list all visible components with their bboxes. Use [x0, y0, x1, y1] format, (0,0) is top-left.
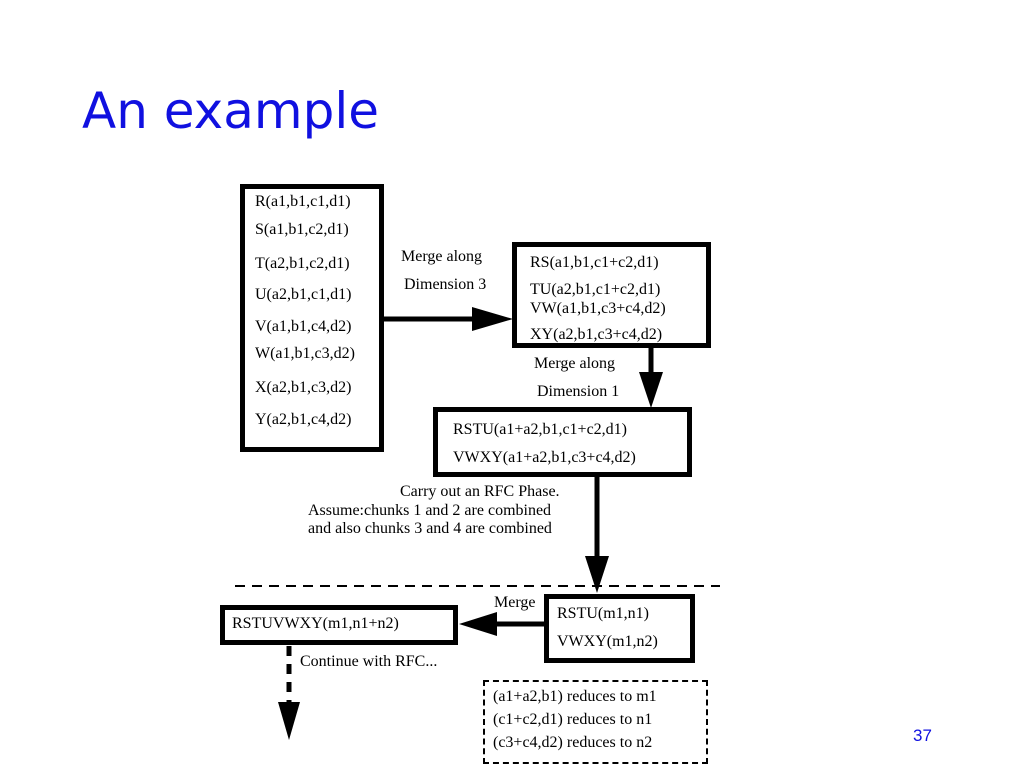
final-rstuvwxy: RSTUVWXY(m1,n1+n2) [232, 615, 399, 632]
original-chunks-box [240, 184, 384, 452]
merged-rs: RS(a1,b1,c1+c2,d1) [530, 254, 659, 271]
rfc-results-box [544, 594, 695, 663]
reduction-n2: (c3+c4,d2) reduces to n2 [493, 734, 653, 751]
reduction-m1: (a1+a2,b1) reduces to m1 [493, 688, 657, 705]
merge-dim1-label-line1: Merge along [534, 355, 616, 372]
merge-dim3-arrow-head [472, 307, 513, 331]
merged-dim1-box [433, 407, 692, 477]
chunk-y: Y(a2,b1,c4,d2) [255, 411, 352, 428]
merge-dim1-label-line2: Dimension 1 [537, 383, 620, 400]
rfc-phase-line1: Carry out an RFC Phase. [400, 483, 560, 500]
chunk-w: W(a1,b1,c3,d2) [255, 345, 355, 362]
merge-dim3-label-line1: Merge along [401, 248, 483, 265]
merge-dim3-label-line2: Dimension 3 [404, 276, 487, 293]
reduction-n1: (c1+c2,d1) reduces to n1 [493, 711, 653, 728]
merged-dim3-box [512, 242, 711, 348]
merged-rstu: RSTU(a1+a2,b1,c1+c2,d1) [453, 421, 628, 438]
merged-vwxy: VWXY(a1+a2,b1,c3+c4,d2) [453, 449, 636, 466]
rfc-arrow-head [585, 556, 609, 593]
chunk-r: R(a1,b1,c1,d1) [255, 193, 351, 210]
page-number: 37 [913, 726, 932, 745]
final-merge-label: Merge [494, 594, 536, 611]
rfc-phase-line3: and also chunks 3 and 4 are combined [308, 520, 552, 537]
rfc-phase-line2: Assume:chunks 1 and 2 are combined [308, 502, 552, 519]
merged-tu: TU(a2,b1,c1+c2,d1) [530, 281, 661, 298]
chunk-u: U(a2,b1,c1,d1) [255, 286, 352, 303]
merged-vw: VW(a1,b1,c3+c4,d2) [530, 300, 666, 317]
final-merged-box [220, 605, 458, 645]
chunk-x: X(a2,b1,c3,d2) [255, 379, 352, 396]
continue-rfc-label: Continue with RFC... [300, 653, 438, 670]
continue-arrow-head [278, 702, 300, 740]
rfc-rstu: RSTU(m1,n1) [557, 605, 649, 622]
reductions-box [483, 680, 708, 764]
merge-dim1-arrow-head [639, 372, 663, 408]
chunk-v: V(a1,b1,c4,d2) [255, 318, 352, 335]
rfc-vwxy: VWXY(m1,n2) [557, 633, 658, 650]
final-merge-arrow-head [459, 612, 497, 636]
slide-title: An example [82, 82, 379, 140]
chunk-s: S(a1,b1,c2,d1) [255, 221, 349, 238]
merged-xy: XY(a2,b1,c3+c4,d2) [530, 326, 663, 343]
chunk-t: T(a2,b1,c2,d1) [255, 255, 350, 272]
